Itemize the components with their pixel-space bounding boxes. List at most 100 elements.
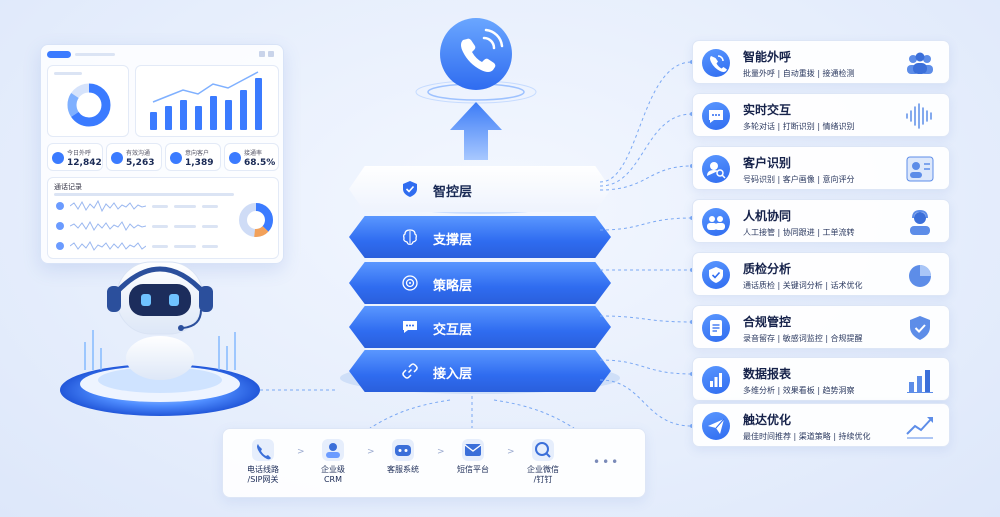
- capability-card-data-report[interactable]: 数据报表 多维分析 | 效果看板 | 趋势洞察: [692, 357, 950, 401]
- chat-icon: [403, 321, 417, 333]
- stat-label: 有效沟通: [126, 150, 151, 157]
- play-icon[interactable]: [56, 222, 64, 230]
- crm-icon: [322, 439, 344, 461]
- layer-interaction[interactable]: 交互层: [349, 306, 611, 348]
- capability-title: 客户识别: [743, 156, 792, 170]
- capability-subtitle: 多维分析 | 效果看板 | 趋势洞察: [743, 386, 855, 395]
- separator-arrow: >: [507, 447, 515, 457]
- more-integrations-indicator[interactable]: •••: [593, 455, 621, 469]
- donut-card: [47, 65, 129, 137]
- phone-line-icon: [252, 439, 274, 461]
- stat-value: 5,263: [126, 158, 155, 168]
- shield-check-icon: [702, 261, 730, 289]
- call-records-title: 通话记录: [54, 183, 82, 191]
- trend-chart: [150, 71, 262, 130]
- integration-wechat-dingtalk[interactable]: 企业微信 /钉钉: [513, 439, 573, 486]
- dashboard-panel: 今日外呼 12,842 有效沟通 5,263 意向客户 1,389 接通率 68…: [40, 44, 284, 264]
- integration-service-system[interactable]: 客服系统: [373, 439, 433, 475]
- separator-arrow: >: [437, 447, 445, 457]
- stat-icon: [170, 152, 182, 164]
- top-layer[interactable]: 智控层: [349, 166, 611, 212]
- capability-card-quality-analysis[interactable]: 质检分析 通话质检 | 关键词分析 | 话术优化: [692, 252, 950, 296]
- layer-strategy[interactable]: 策略层: [349, 262, 611, 304]
- waveform: [70, 241, 146, 251]
- call-records-card: 通话记录: [47, 177, 279, 259]
- sound-wave-icon: [906, 103, 932, 129]
- phone-hub: [415, 18, 537, 160]
- capability-card-realtime-interaction[interactable]: 实时交互 多轮对话 | 打断识别 | 情绪识别: [692, 93, 950, 137]
- donut-chart: [67, 83, 111, 127]
- stat-icon: [229, 152, 241, 164]
- mini-pie-chart: [239, 203, 273, 237]
- capability-title: 数据报表: [743, 367, 792, 381]
- capability-card-human-ai-collab[interactable]: 人机协同 人工接管 | 协同跟进 | 工单流转: [692, 199, 950, 243]
- layer-support[interactable]: 支撑层: [349, 216, 611, 258]
- stat-card: 意向客户 1,389: [165, 143, 221, 171]
- capability-card-customer-recognition[interactable]: 客户识别 号码识别 | 客户画像 | 意向评分: [692, 146, 950, 190]
- waveform: [70, 200, 146, 212]
- capability-title: 实时交互: [743, 103, 792, 117]
- capability-subtitle: 多轮对话 | 打断识别 | 情绪识别: [743, 122, 855, 131]
- stat-card: 今日外呼 12,842: [47, 143, 103, 171]
- wechat-icon: [532, 439, 554, 461]
- capability-title: 触达优化: [743, 413, 792, 427]
- robot-connector-line: [260, 389, 338, 391]
- headset-agent-icon: [910, 209, 930, 235]
- trend-up-icon: [906, 417, 933, 439]
- capability-subtitle: 录音留存 | 敏感词监控 | 合规提醒: [743, 334, 863, 343]
- layer-label: 交互层: [433, 323, 473, 338]
- capability-subtitle: 号码识别 | 客户画像 | 意向评分: [743, 175, 855, 184]
- link-icon: [402, 363, 418, 379]
- target-icon: [402, 275, 418, 291]
- capability-card-smart-call[interactable]: 智能外呼 批量外呼 | 自动重拨 | 接通检测: [692, 40, 950, 84]
- play-icon[interactable]: [56, 242, 64, 250]
- integrations-bar: 电话线路 /SIP网关 > 企业级 CRM > 客服系统 > 短信平台 > 企业…: [222, 428, 646, 498]
- integration-phone-line[interactable]: 电话线路 /SIP网关: [233, 439, 293, 486]
- stat-label: 接通率: [244, 150, 263, 157]
- capability-subtitle: 通话质检 | 关键词分析 | 话术优化: [743, 281, 863, 290]
- layer-label: 策略层: [433, 279, 473, 294]
- layer-access[interactable]: 接入层: [349, 350, 611, 392]
- document-icon: [702, 314, 730, 342]
- capability-card-compliance[interactable]: 合规管控 录音留存 | 敏感词监控 | 合规提醒: [692, 305, 950, 349]
- dashboard-header-line: [75, 53, 115, 56]
- capability-title: 质检分析: [743, 262, 792, 276]
- paper-plane-icon: [702, 412, 730, 440]
- trend-chart-card: [135, 65, 279, 137]
- integration-label: 企业级 CRM: [321, 465, 345, 485]
- integration-label: 企业微信 /钉钉: [527, 465, 559, 485]
- stat-card: 接通率 68.5%: [224, 143, 279, 171]
- integration-connectors: [369, 396, 575, 429]
- brain-icon: [403, 229, 417, 245]
- people-group-icon: [907, 52, 933, 74]
- team-icon: [702, 208, 730, 236]
- capability-subtitle: 最佳时间推荐 | 渠道策略 | 持续优化: [743, 432, 871, 441]
- bar-chart-deco-icon: [907, 370, 933, 393]
- shield-icon: [910, 316, 930, 340]
- integration-label: 客服系统: [387, 465, 419, 474]
- integration-label: 电话线路 /SIP网关: [247, 465, 279, 485]
- capability-title: 智能外呼: [743, 50, 792, 64]
- integration-sms[interactable]: 短信平台: [443, 439, 503, 475]
- capability-connectors: [600, 60, 694, 428]
- shield-check-icon: [403, 181, 417, 197]
- chat-icon: [702, 102, 730, 130]
- dashboard-tab: [47, 51, 71, 58]
- id-card-icon: [906, 156, 934, 182]
- stat-label: 今日外呼: [67, 150, 92, 157]
- play-icon[interactable]: [56, 202, 64, 210]
- layer-label: 支撑层: [433, 233, 473, 248]
- user-search-icon: [702, 155, 730, 183]
- capability-card-reach-optimization[interactable]: 触达优化 最佳时间推荐 | 渠道策略 | 持续优化: [692, 403, 950, 447]
- stat-label: 意向客户: [185, 150, 210, 157]
- top-layer-label: 智控层: [433, 185, 473, 200]
- integration-crm[interactable]: 企业级 CRM: [303, 439, 363, 486]
- service-icon: [392, 439, 414, 461]
- capability-subtitle: 批量外呼 | 自动重拨 | 接通检测: [743, 69, 855, 78]
- layer-label: 接入层: [433, 367, 473, 382]
- phone-icon: [702, 49, 730, 77]
- bar-chart-icon: [702, 366, 730, 394]
- stat-value: 68.5%: [244, 158, 276, 168]
- sms-icon: [462, 439, 484, 461]
- window-controls: [259, 51, 277, 57]
